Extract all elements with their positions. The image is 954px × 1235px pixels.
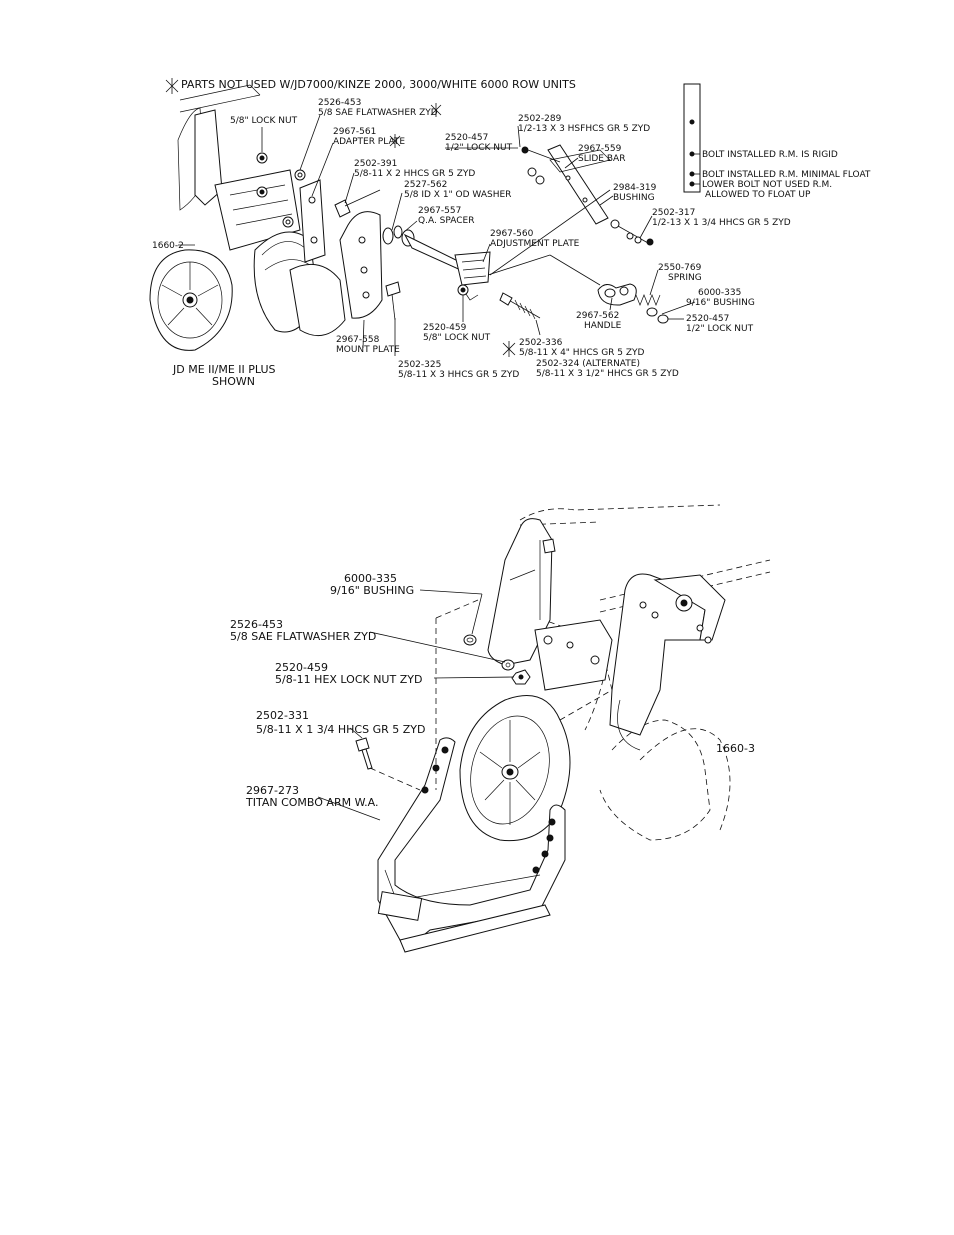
header-asterisk-icon xyxy=(165,78,179,94)
part-label: 5/8" LOCK NUT xyxy=(230,116,298,126)
handle-drawing xyxy=(597,283,637,306)
toolbar-frame-drawing xyxy=(177,84,301,251)
slide-bar-drawing xyxy=(547,144,611,225)
note-rigid: BOLT INSTALLED R.M. IS RIGID xyxy=(702,150,838,160)
install-dashed-lines xyxy=(369,599,479,791)
part-label: 2502-324 (ALTERNATE)5/8-11 X 3 1/2" HHCS… xyxy=(536,359,679,379)
note-minimal-float: BOLT INSTALLED R.M. MINIMAL FLOAT xyxy=(702,170,871,180)
figure-id: 1660-2 xyxy=(152,241,184,251)
bushing-icon xyxy=(646,307,669,324)
adjustment-plate-drawing xyxy=(403,233,491,301)
float-notes: BOLT INSTALLED R.M. IS RIGID BOLT INSTAL… xyxy=(702,150,871,200)
diagram-1-svg: PARTS NOT USED W/JD7000/KINZE 2000, 3000… xyxy=(149,78,871,388)
gauge-wheel-drawing xyxy=(459,695,571,842)
note-float-up: ALLOWED TO FLOAT UP xyxy=(705,190,811,200)
gauge-arm-drawing xyxy=(609,573,726,751)
float-bar-drawing xyxy=(683,83,701,193)
mount-plate-drawing xyxy=(339,211,383,319)
note-lower-bolt: LOWER BOLT NOT USED R.M. xyxy=(702,180,832,190)
caption-line-1: JD ME II/ME II PLUS xyxy=(172,363,276,376)
figure-id: 1660-3 xyxy=(716,742,755,755)
row-unit-bracket-drawing xyxy=(487,518,613,691)
asterisk-icon xyxy=(430,103,442,117)
titan-combo-arm-drawing xyxy=(377,737,566,953)
hhcs-bolt-icon xyxy=(355,737,373,770)
spring-icon xyxy=(635,294,661,306)
leader-lines xyxy=(178,114,696,356)
flatwasher-icon xyxy=(501,659,515,671)
slide-bar-bolts-icon xyxy=(521,146,654,246)
hex-lock-nut-icon xyxy=(511,669,531,685)
long-bolt-icon xyxy=(499,292,541,320)
adapter-plate-drawing xyxy=(299,179,326,263)
asterisk-icon xyxy=(389,134,401,148)
asterisk-icon xyxy=(502,341,516,357)
leader-lines xyxy=(317,589,515,821)
lock-nut-icon xyxy=(256,152,268,198)
bolt-icon xyxy=(334,189,381,218)
closing-disc-drawing xyxy=(253,231,346,337)
flatwasher-icon xyxy=(282,169,306,228)
caption-line-2: SHOWN xyxy=(212,375,255,388)
exploded-parts-diagram-top: PARTS NOT USED W/JD7000/KINZE 2000, 3000… xyxy=(0,60,954,400)
lower-lock-nut-icon xyxy=(457,284,469,296)
lower-bolt-icon xyxy=(385,281,401,321)
bushing-icon xyxy=(463,634,477,646)
closing-wheel-drawing xyxy=(149,249,233,351)
header-note: PARTS NOT USED W/JD7000/KINZE 2000, 3000… xyxy=(181,78,576,91)
